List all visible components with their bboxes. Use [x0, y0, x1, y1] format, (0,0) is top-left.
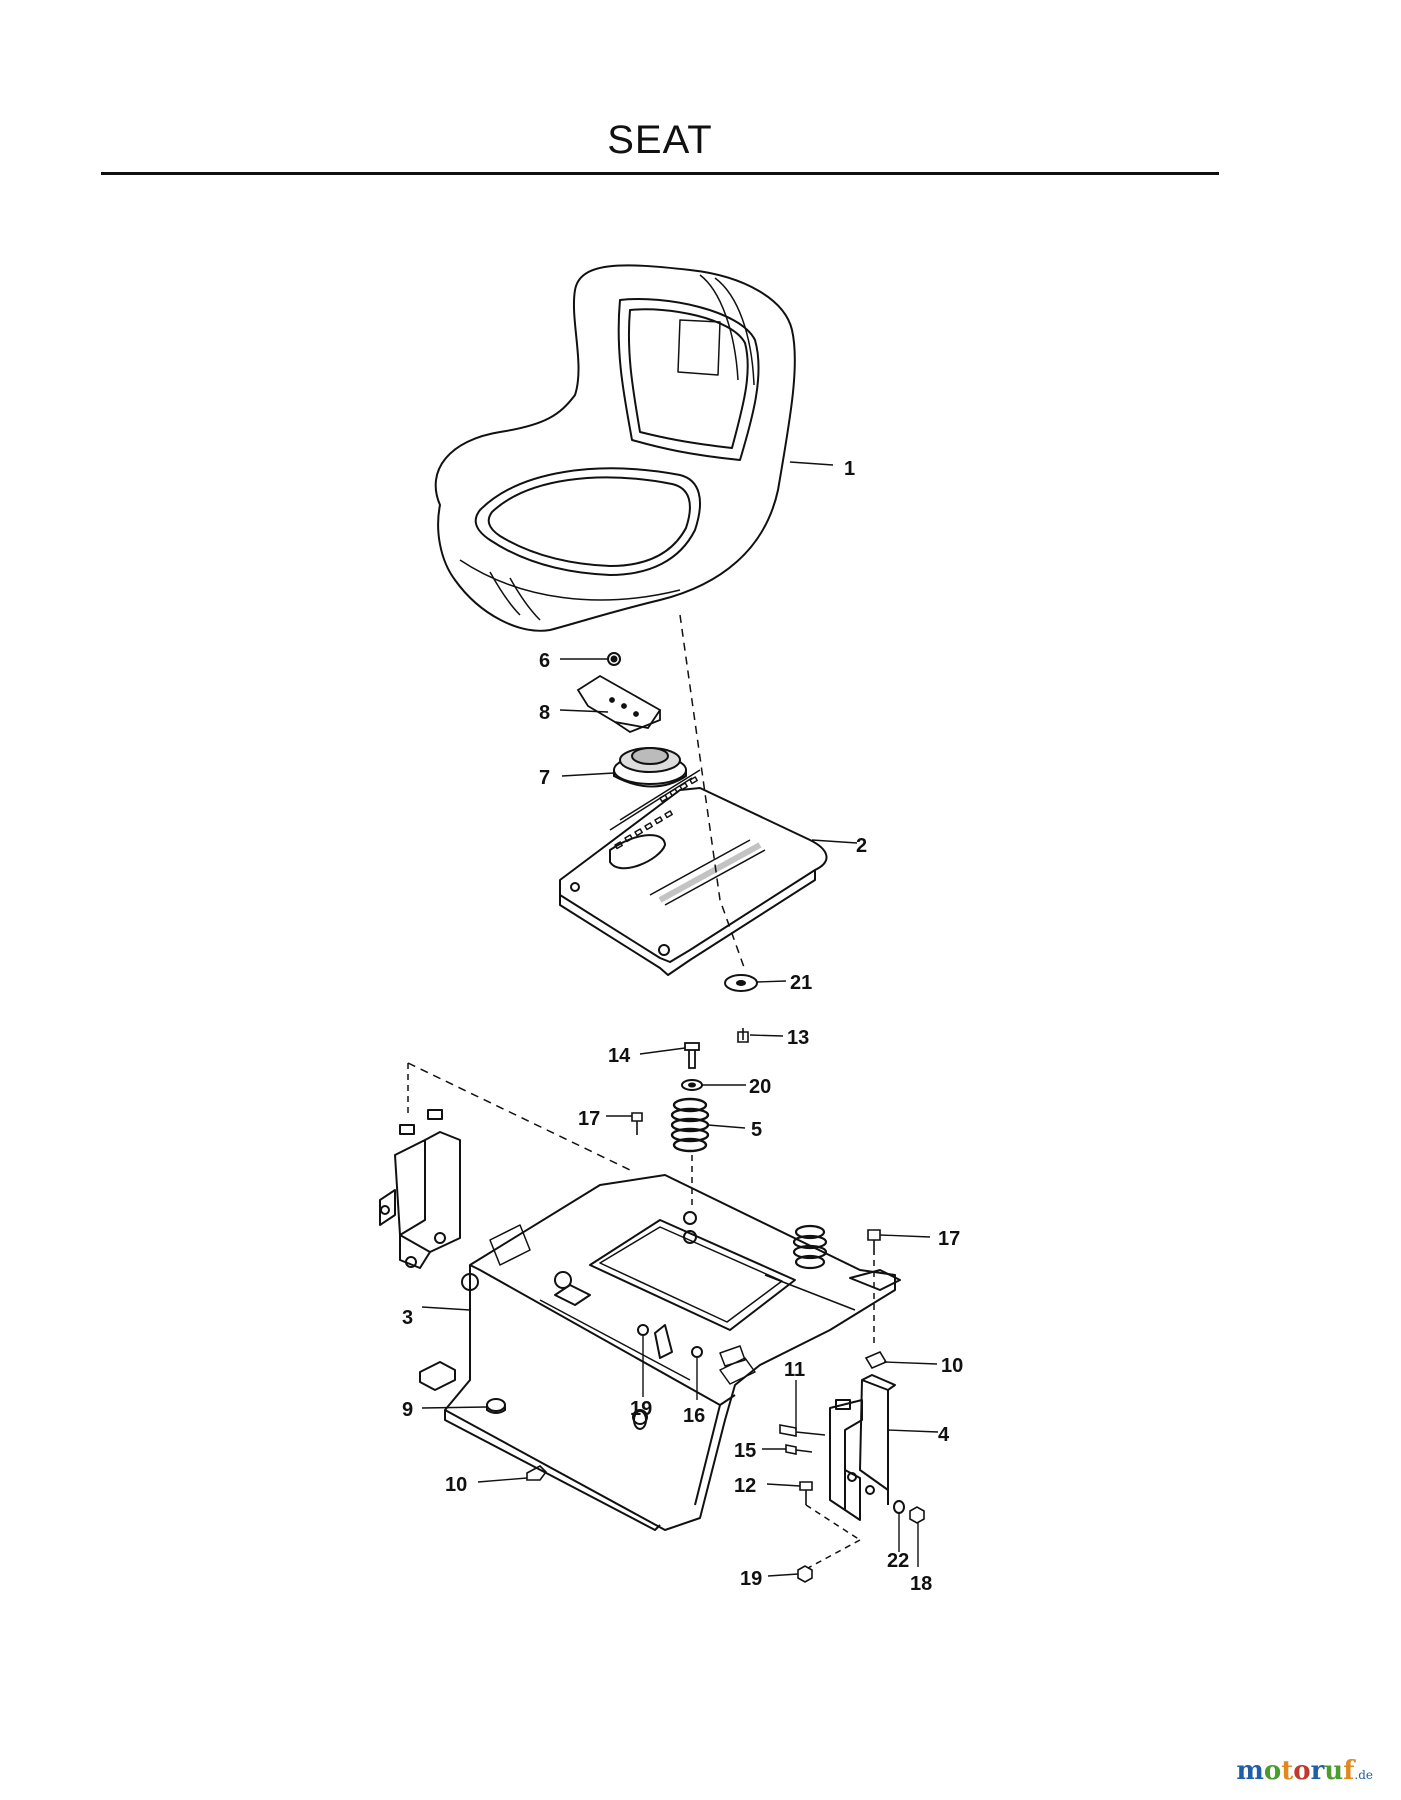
plug-part-9 — [486, 1398, 506, 1414]
bolt-part-15 — [785, 1444, 813, 1455]
callout-17-right: 17 — [938, 1228, 960, 1250]
screw-part-17-left — [631, 1112, 643, 1135]
callout-4: 4 — [938, 1424, 950, 1446]
callout-16: 16 — [683, 1405, 705, 1427]
clip-part-10-right — [864, 1350, 888, 1370]
watermark-text: motoruf — [1236, 1756, 1355, 1786]
callout-22: 22 — [887, 1550, 909, 1572]
clip-part — [607, 652, 621, 666]
right-bracket-part-4 — [829, 1374, 896, 1521]
callout-19-bottom: 19 — [740, 1568, 762, 1590]
left-bracket — [379, 1109, 461, 1269]
callout-10-right: 10 — [941, 1355, 963, 1377]
watermark-suffix: .de — [1354, 1768, 1373, 1782]
callout-numbers: 1 2 3 4 5 6 7 8 9 10 10 11 12 13 14 15 1… — [402, 458, 963, 1595]
spring-part-5 — [670, 1097, 710, 1153]
nut-part-18 — [909, 1506, 925, 1524]
seat-part — [434, 264, 796, 632]
page-title: SEAT — [607, 118, 713, 162]
callout-9: 9 — [402, 1399, 413, 1421]
callout-1: 1 — [844, 458, 855, 480]
callout-6: 6 — [539, 650, 550, 672]
callout-20: 20 — [749, 1076, 771, 1098]
seat-plate-part — [559, 769, 828, 976]
callout-5: 5 — [751, 1119, 762, 1141]
screw-part-13 — [737, 1028, 749, 1043]
washer-part-22 — [893, 1500, 905, 1514]
screw-part-17-right — [867, 1229, 881, 1255]
leader-lines — [421, 461, 939, 1577]
title-rule — [101, 172, 1219, 175]
callout-13: 13 — [787, 1027, 809, 1049]
seat-frame-part — [419, 1174, 901, 1531]
switch-bracket-part — [576, 674, 662, 734]
bolt-part-11 — [779, 1424, 826, 1437]
callout-17-left: 17 — [578, 1108, 600, 1130]
callout-21: 21 — [790, 972, 812, 994]
bolt-part-14 — [684, 1042, 700, 1069]
callout-19-upper: 19 — [630, 1398, 652, 1420]
bolt-part-12 — [799, 1481, 813, 1505]
clip-part-10-left — [526, 1465, 548, 1481]
callout-2: 2 — [856, 835, 867, 857]
seat-switch-part — [613, 747, 687, 788]
callout-8: 8 — [539, 702, 550, 724]
callout-12: 12 — [734, 1475, 756, 1497]
callout-14: 14 — [608, 1045, 631, 1067]
callout-7: 7 — [539, 767, 550, 789]
washer-part-20 — [681, 1079, 703, 1091]
callout-3: 3 — [402, 1307, 413, 1329]
callout-10-left: 10 — [445, 1474, 467, 1496]
callout-15: 15 — [734, 1440, 756, 1462]
nut-part-19-bottom — [797, 1565, 813, 1583]
washer-part-21 — [724, 974, 758, 992]
callout-11: 11 — [784, 1359, 805, 1381]
callout-18: 18 — [910, 1573, 932, 1595]
watermark-logo: motoruf.de — [1236, 1756, 1373, 1786]
